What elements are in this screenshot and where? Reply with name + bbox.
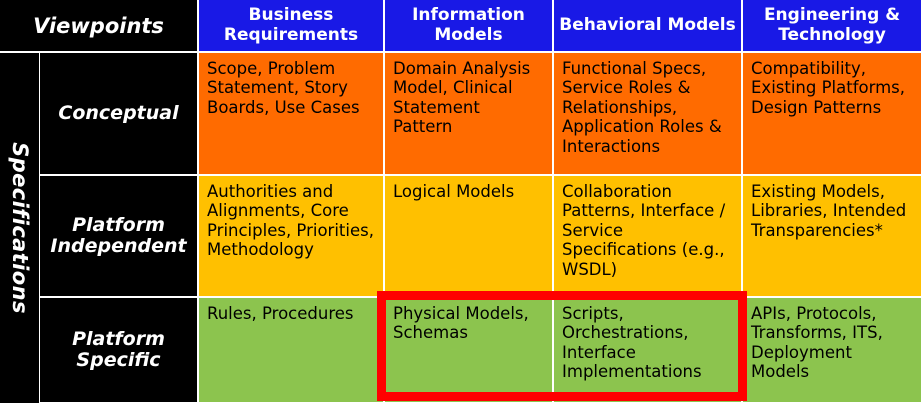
cell-text: Domain Analysis Model, Clinical Statemen… — [393, 59, 531, 137]
cell-platform-independent-information-models[interactable]: Logical Models — [384, 175, 553, 297]
cell-text: Scope, Problem Statement, Story Boards, … — [207, 59, 360, 117]
column-header-engineering-technology[interactable]: Engineering & Technology — [742, 0, 922, 52]
cell-conceptual-information-models[interactable]: Domain Analysis Model, Clinical Statemen… — [384, 52, 553, 175]
corner-header-viewpoints: Viewpoints — [0, 0, 198, 52]
column-header-information-models[interactable]: Information Models — [384, 0, 553, 52]
cell-platform-specific-engineering-technology[interactable]: APIs, Protocols, Transforms, ITS, Deploy… — [742, 297, 922, 403]
row-header-platform-independent[interactable]: Platform Independent — [40, 175, 198, 297]
cell-text: APIs, Protocols, Transforms, ITS, Deploy… — [751, 304, 883, 382]
column-header-label: Information Models — [412, 5, 525, 45]
cell-conceptual-behavioral-models[interactable]: Functional Specs, Service Roles & Relati… — [553, 52, 742, 175]
cell-text: Scripts, Orchestrations, Interface Imple… — [562, 304, 702, 382]
corner-header-label: Viewpoints — [33, 13, 164, 38]
cell-platform-independent-business-requirements[interactable]: Authorities and Alignments, Core Princip… — [198, 175, 384, 297]
column-header-business-requirements[interactable]: Business Requirements — [198, 0, 384, 52]
cell-text: Physical Models, Schemas — [393, 304, 529, 343]
row-header-label: Platform Specific — [72, 327, 165, 371]
cell-text: Compatibility, Existing Platforms, Desig… — [751, 59, 906, 117]
cell-text: Rules, Procedures — [207, 304, 354, 323]
cell-platform-independent-behavioral-models[interactable]: Collaboration Patterns, Interface / Serv… — [553, 175, 742, 297]
row-header-label: Platform Independent — [50, 213, 187, 257]
cell-conceptual-business-requirements[interactable]: Scope, Problem Statement, Story Boards, … — [198, 52, 384, 175]
side-header-label: Specifications — [7, 142, 32, 314]
cell-text: Functional Specs, Service Roles & Relati… — [562, 59, 722, 156]
column-header-label: Behavioral Models — [559, 14, 736, 35]
cell-platform-specific-business-requirements[interactable]: Rules, Procedures — [198, 297, 384, 403]
cell-text: Logical Models — [393, 182, 515, 201]
cell-conceptual-engineering-technology[interactable]: Compatibility, Existing Platforms, Desig… — [742, 52, 922, 175]
row-header-label: Conceptual — [58, 101, 179, 124]
row-header-conceptual[interactable]: Conceptual — [40, 52, 198, 175]
cell-platform-specific-information-models[interactable]: Physical Models, Schemas — [384, 297, 553, 403]
side-header-specifications: Specifications — [0, 52, 40, 403]
column-header-behavioral-models[interactable]: Behavioral Models — [553, 0, 742, 52]
cell-platform-independent-engineering-technology[interactable]: Existing Models, Libraries, Intended Tra… — [742, 175, 922, 297]
cell-platform-specific-behavioral-models[interactable]: Scripts, Orchestrations, Interface Imple… — [553, 297, 742, 403]
cell-text: Existing Models, Libraries, Intended Tra… — [751, 182, 907, 240]
cell-text: Authorities and Alignments, Core Princip… — [207, 182, 374, 260]
row-header-platform-specific[interactable]: Platform Specific — [40, 297, 198, 403]
column-header-label: Business Requirements — [223, 5, 359, 45]
column-header-label: Engineering & Technology — [763, 5, 901, 45]
cell-text: Collaboration Patterns, Interface / Serv… — [562, 182, 726, 279]
